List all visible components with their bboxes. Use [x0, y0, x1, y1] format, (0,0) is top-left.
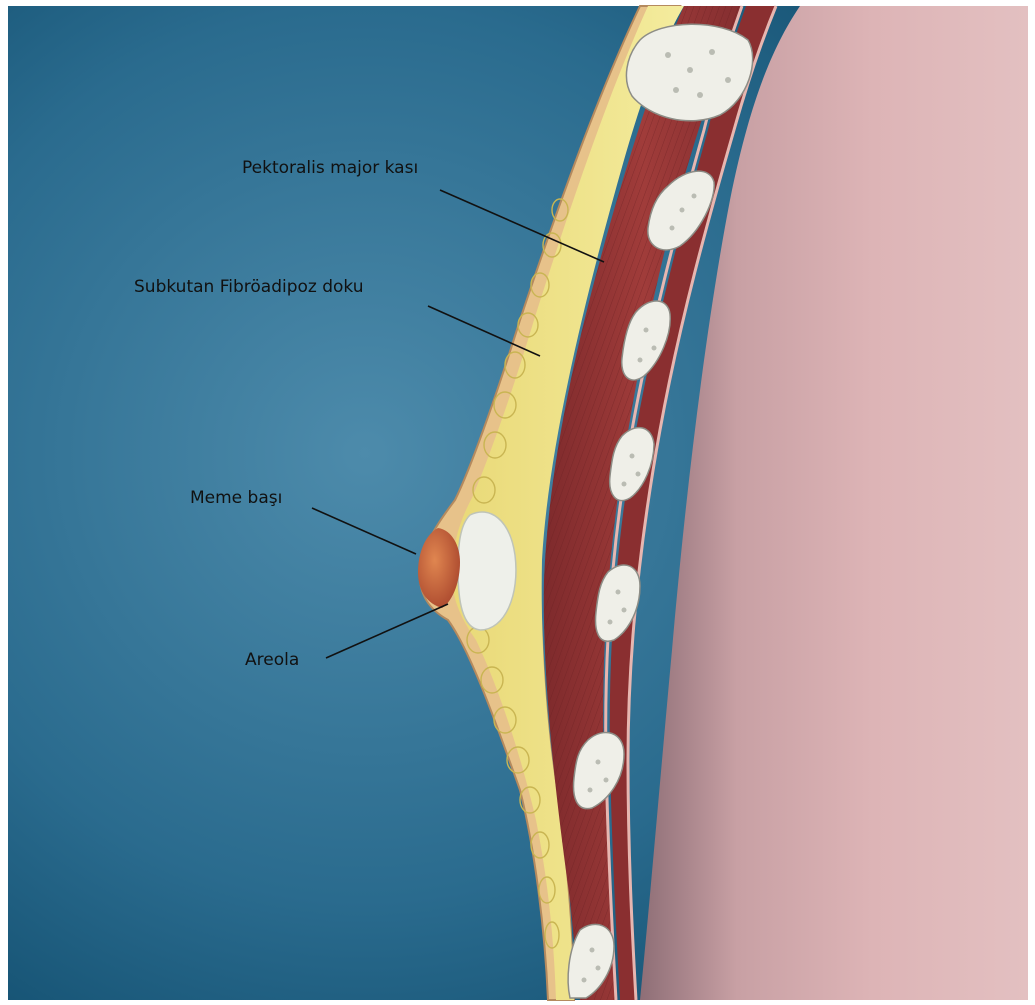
- label-pectoralis-major: Pektoralis major kası: [242, 158, 418, 178]
- label-nipple: Meme başı: [190, 488, 282, 508]
- label-areola: Areola: [245, 650, 299, 670]
- label-subcutaneous-fibroadipose: Subkutan Fibröadipoz doku: [134, 277, 364, 297]
